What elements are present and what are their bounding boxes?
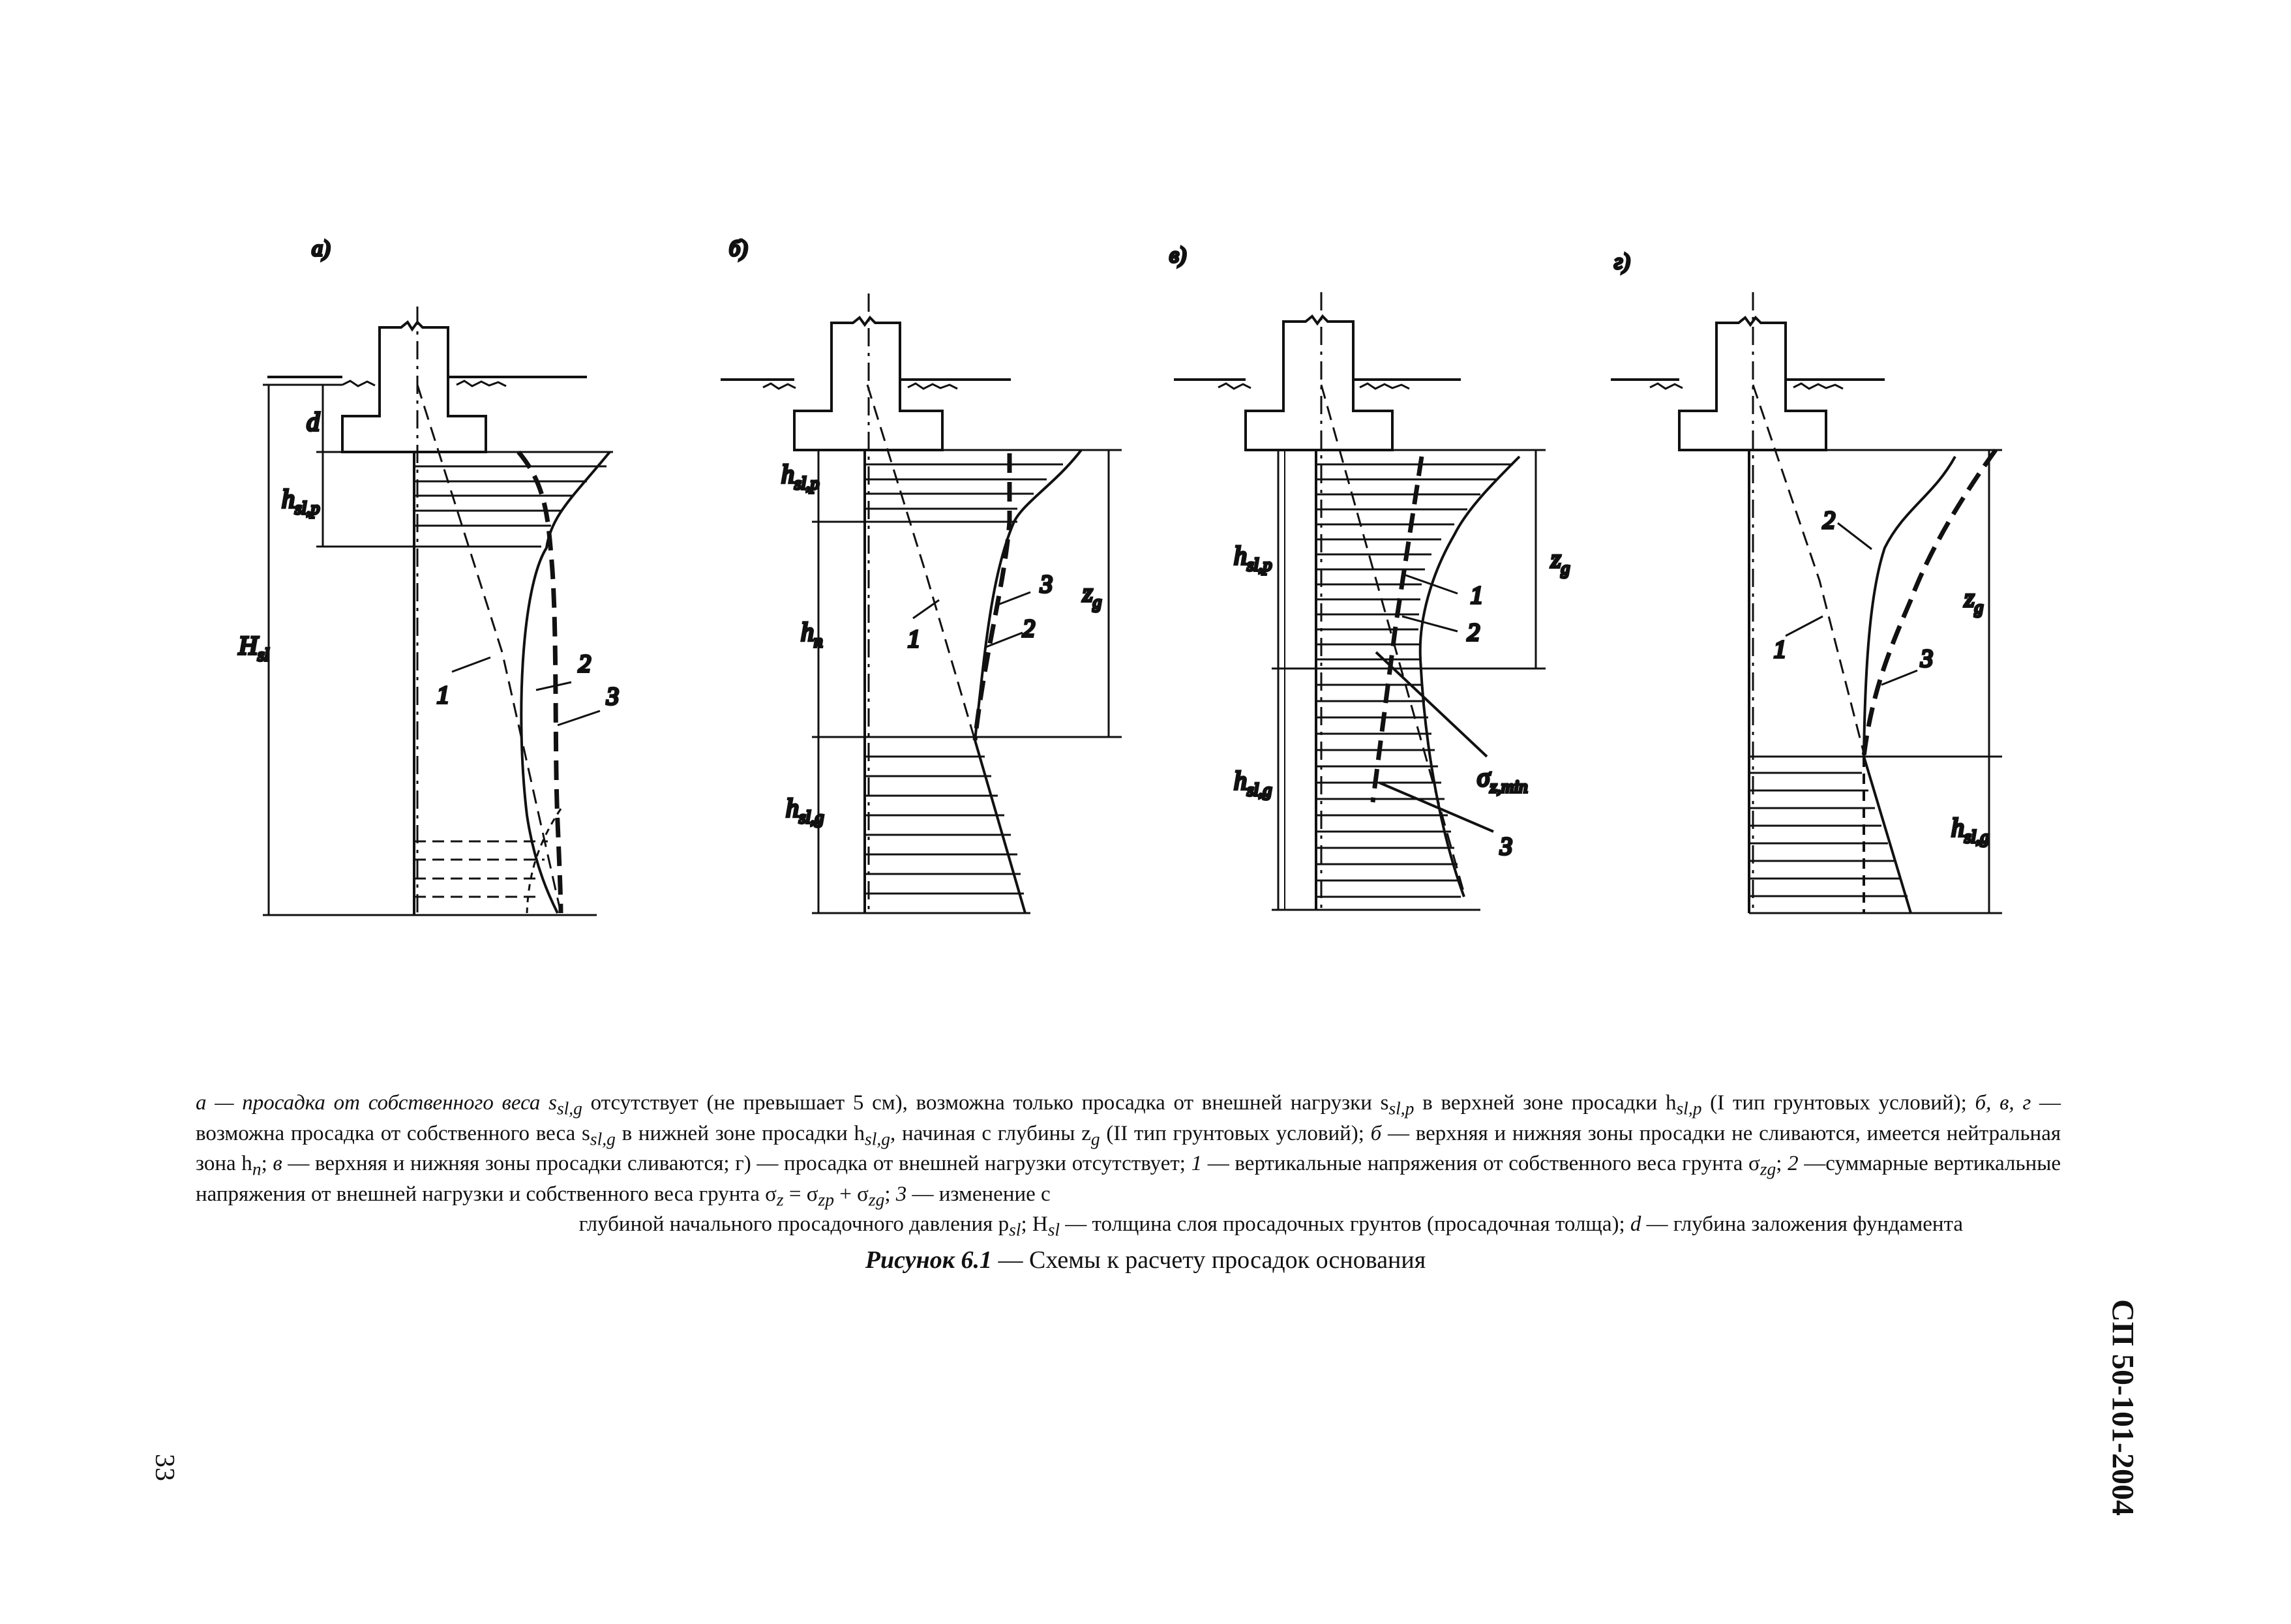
panel-v-label: в) — [1169, 243, 1186, 267]
settlement-zone-lower — [414, 840, 548, 898]
panel-a: а) — [237, 235, 620, 916]
label-d: d — [307, 407, 320, 436]
label-hslg: hsl,g — [1234, 766, 1272, 800]
panel-g: г) — [1611, 248, 2002, 914]
foundation — [793, 315, 944, 451]
panel-v: в) — [1168, 242, 1571, 911]
label-zg: zg — [1550, 544, 1570, 578]
soil-hatch — [1649, 382, 1844, 390]
label-zg: zg — [1964, 583, 1983, 617]
caption-body: а — просадка от собственного веса ssl,g … — [196, 1091, 2061, 1210]
foundation — [341, 320, 487, 453]
settlement-zone-upper — [865, 463, 1063, 510]
curve-1-label: 1 — [1471, 582, 1483, 609]
curve-1-self-weight-stress — [416, 384, 562, 914]
settlement-zone-merged — [1316, 463, 1513, 898]
curve-3-initial-pressure — [1370, 456, 1424, 803]
curve-2-total-stress — [1862, 456, 1956, 914]
soil-hatch — [762, 382, 958, 390]
label-sigma-zmin: σz,min — [1477, 762, 1528, 796]
panel-a-label: а) — [312, 237, 330, 261]
curve-1-label: 1 — [437, 682, 449, 709]
curve-2-total-stress — [520, 451, 611, 914]
curve-3-label: 3 — [606, 683, 619, 710]
settlement-schemes-figure: а) — [237, 235, 2002, 916]
label-hslp: hsl,p — [1234, 541, 1272, 575]
curve-1-label: 1 — [908, 625, 920, 653]
curve-1-self-weight-stress — [1320, 384, 1465, 894]
curve-3-label: 3 — [1499, 833, 1512, 860]
curve-2-label: 2 — [578, 650, 591, 678]
figure-caption: а — просадка от собственного веса ssl,g … — [196, 1090, 2061, 1242]
label-hslp: hsl,p — [282, 484, 320, 518]
foundation — [1244, 314, 1394, 451]
curve-3-label: 3 — [1040, 571, 1053, 598]
soil-hatch — [1218, 382, 1410, 390]
curve-2-label: 2 — [1467, 619, 1480, 646]
document-code: СП 50-101-2004 — [2105, 1299, 2140, 1516]
settlement-zone-lower — [1749, 772, 1908, 897]
label-zg: zg — [1082, 578, 1101, 612]
curve-1-label: 1 — [1774, 636, 1786, 663]
curve-3-initial-pressure — [517, 450, 563, 914]
label-Hsl: Hsl — [238, 631, 269, 665]
settlement-zone-lower — [865, 755, 1024, 895]
label-hn: hn — [801, 617, 823, 651]
curve-2-total-stress — [1418, 455, 1521, 897]
settlement-zone-upper — [414, 465, 606, 527]
curve-3-initial-pressure — [1861, 448, 1998, 757]
foundation — [1678, 315, 1827, 451]
figure-title-text: — Схемы к расчету просадок основания — [991, 1246, 1426, 1274]
label-hslg: hsl,g — [1951, 813, 1989, 847]
curve-1-self-weight-stress — [866, 384, 976, 741]
label-hslg: hsl,g — [786, 793, 824, 827]
curve-1-self-weight-stress — [1752, 384, 1865, 754]
soil-hatch — [342, 380, 507, 387]
curve-2-label: 2 — [1023, 615, 1035, 642]
panel-b-label: б) — [729, 237, 747, 261]
curve-2-label: 2 — [1823, 507, 1835, 534]
label-hslp: hsl,p — [781, 459, 819, 493]
panel-g-label: г) — [1614, 250, 1630, 274]
figure-title: Рисунок 6.1 — Схемы к расчету просадок о… — [0, 1246, 2291, 1274]
curve-2-total-stress — [973, 449, 1083, 914]
figure-number: Рисунок 6.1 — [865, 1246, 992, 1274]
panel-b: б) — [721, 235, 1122, 914]
caption-last-line: глубиной начального просадочного давлени… — [578, 1212, 1963, 1240]
page-number: 33 — [149, 1454, 179, 1481]
curve-3-label: 3 — [1920, 645, 1933, 672]
